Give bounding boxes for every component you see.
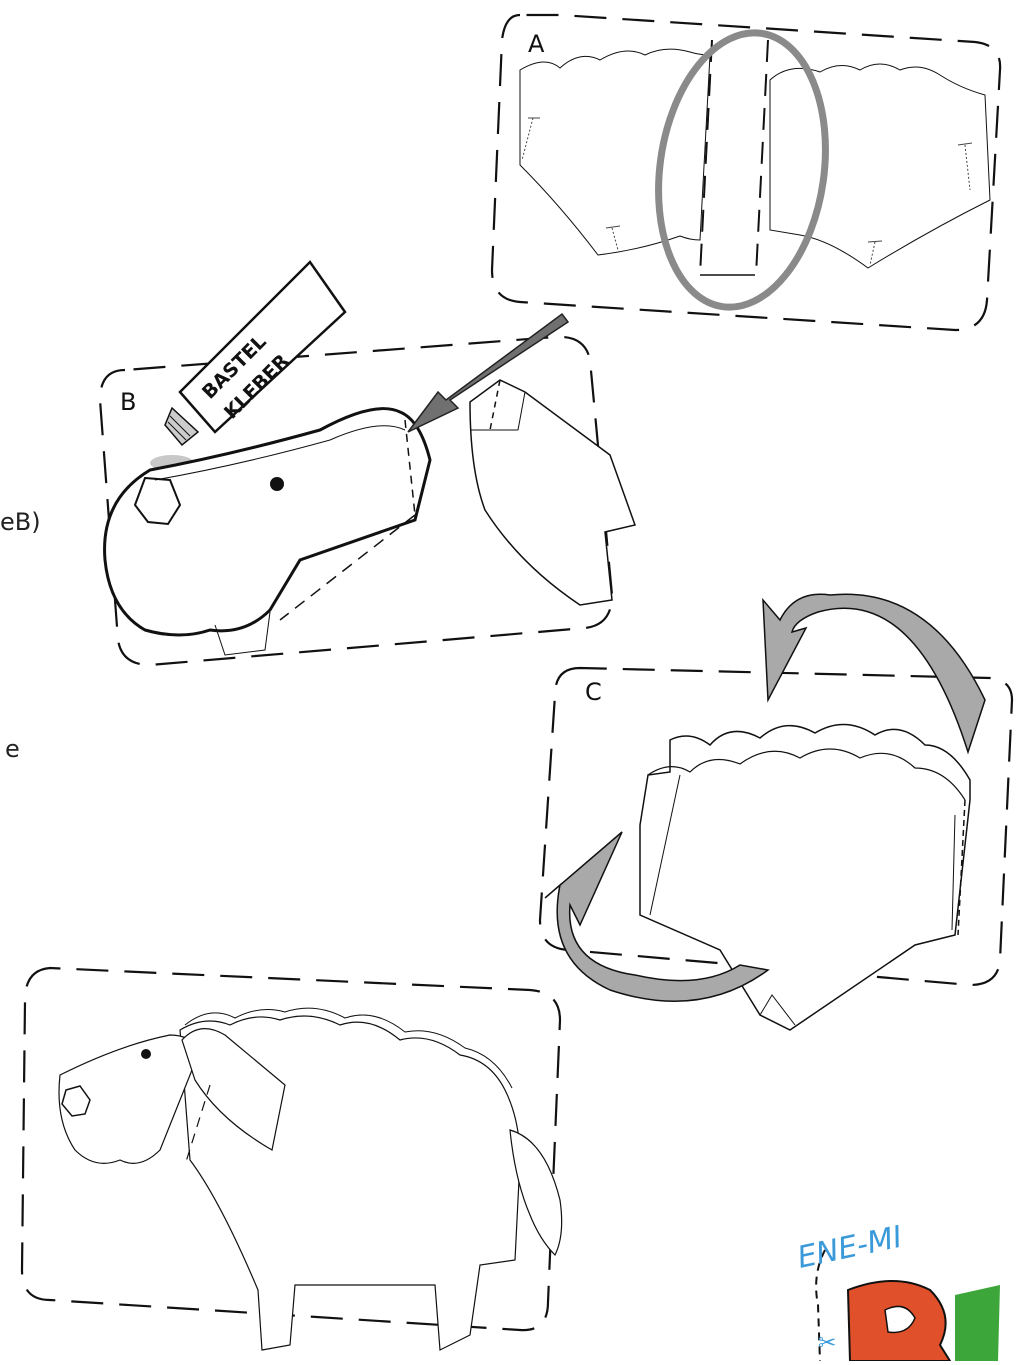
panel-b: B BASTEL KLEBER	[100, 262, 635, 665]
panel-a: A	[492, 15, 1000, 330]
panel-a-label: A	[528, 30, 545, 58]
sheep-head-piece	[105, 409, 430, 655]
logo-scissors-icon: ✂	[818, 1331, 836, 1356]
logo-green-shape	[955, 1285, 1000, 1361]
final-sheep-eye	[141, 1049, 151, 1059]
sheep-eye	[270, 477, 284, 491]
panel-a-body-right	[770, 64, 990, 268]
brand-logo: ENE-MI ✂	[794, 1220, 1000, 1361]
panel-a-highlight-ring	[642, 22, 843, 318]
edge-fragment-mid: e	[5, 735, 20, 763]
panel-a-slit-markers	[522, 118, 972, 265]
panel-b-label: B	[120, 388, 136, 416]
edge-fragment-top: eB)	[0, 508, 41, 536]
panel-c-label: C	[585, 678, 602, 706]
logo-text: ENE-MI	[794, 1220, 905, 1276]
panel-final	[22, 968, 562, 1350]
finished-sheep	[59, 1008, 562, 1350]
panel-a-body-left	[520, 49, 710, 255]
panel-c: C	[540, 594, 1012, 1030]
panel-a-fold-line-left	[700, 40, 712, 275]
glue-tube-icon: BASTEL KLEBER	[165, 262, 345, 445]
panel-a-fold-line-right	[756, 40, 768, 275]
